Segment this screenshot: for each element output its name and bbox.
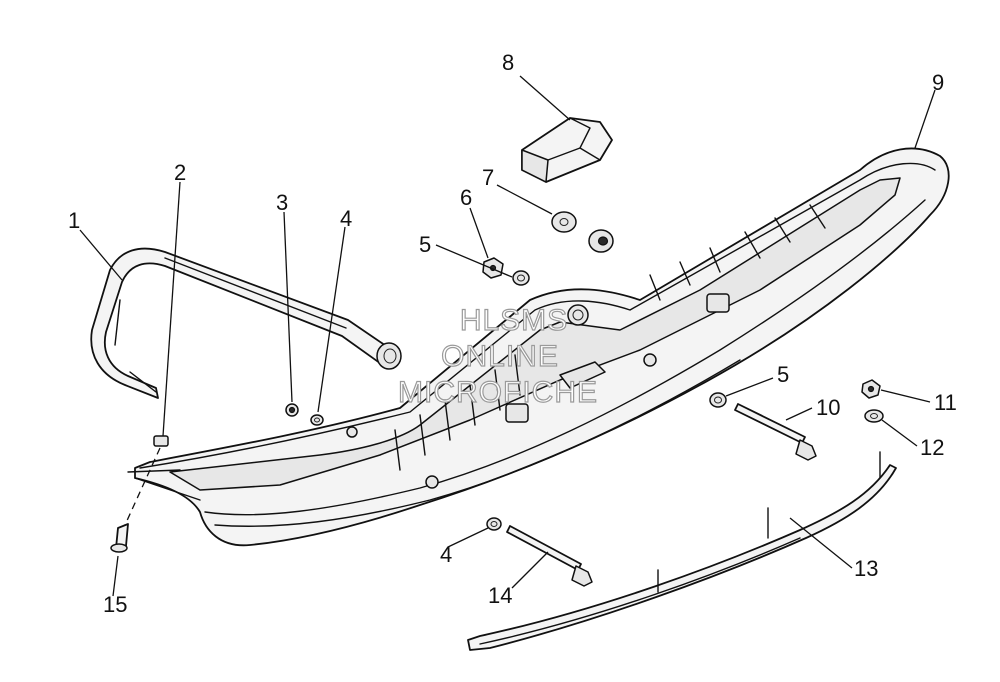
callout-5: 5 — [419, 232, 431, 257]
callout-3: 3 — [276, 190, 288, 215]
washer-12 — [864, 409, 884, 423]
watermark-line-1: HLSMS — [460, 304, 568, 337]
nut-3 — [285, 403, 299, 417]
ski-wear-block — [521, 117, 613, 183]
callout-13: 13 — [854, 556, 878, 581]
watermark: HLSMS ONLINE MICROFICHE — [397, 303, 598, 409]
ski-runner — [467, 451, 897, 651]
bolt-10 — [734, 403, 817, 461]
callout-7: 7 — [482, 165, 494, 190]
callout-15: 15 — [103, 592, 127, 617]
ski-handle — [90, 247, 402, 399]
callout-11: 11 — [934, 390, 957, 415]
watermark-line-3: MICROFICHE — [398, 376, 598, 409]
washer-4-upper — [310, 414, 324, 426]
nut-6 — [482, 257, 504, 279]
washer-7 — [551, 211, 577, 233]
callout-4-lower: 4 — [440, 542, 452, 567]
washer-4-lower — [486, 517, 502, 531]
callout-8: 8 — [502, 50, 514, 75]
callout-1: 1 — [68, 208, 80, 233]
callout-4: 4 — [340, 206, 352, 231]
callout-6: 6 — [460, 185, 472, 210]
callout-9: 9 — [932, 70, 944, 95]
assembly-line-rivet — [124, 447, 161, 526]
nut-2 — [153, 435, 169, 447]
callout-10: 10 — [816, 395, 840, 420]
leader-lines — [79, 75, 936, 597]
watermark-line-2: ONLINE — [441, 340, 559, 373]
nut-11 — [861, 379, 881, 399]
ski-body — [127, 147, 950, 547]
callout-labels: 1 2 3 4 5 6 7 8 9 10 11 12 13 14 15 4 5 — [68, 50, 957, 617]
callout-2: 2 — [174, 160, 186, 185]
callout-12: 12 — [920, 435, 944, 460]
callout-5-lower: 5 — [777, 362, 789, 387]
callout-14: 14 — [488, 583, 512, 608]
bushing-7 — [588, 229, 614, 253]
washer-5-upper — [512, 270, 530, 286]
rivet-15 — [110, 523, 129, 553]
washer-5-lower — [709, 392, 727, 408]
bolt-14 — [506, 525, 593, 587]
